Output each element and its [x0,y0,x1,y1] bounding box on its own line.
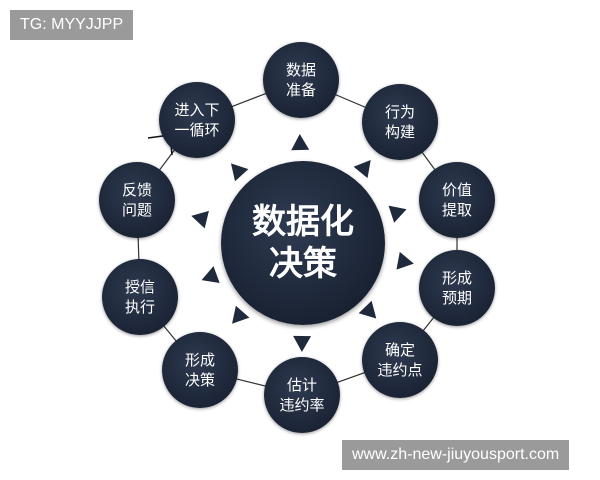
triangle-arrow-icon [291,134,310,151]
node-credit-execution: 授信执行 [102,259,178,335]
triangle-arrow-icon [293,335,312,352]
node-label-line2: 提取 [441,201,472,219]
node-feedback-issues: 反馈问题 [99,162,175,238]
node-form-expectation: 形成预期 [419,250,495,326]
node-label-line2: 预期 [441,289,472,307]
watermark-bottom-url: www.zh-new-jiuyousport.com [342,440,570,470]
node-estimate-default-rate: 估计违约率 [264,357,340,433]
node-label-line1: 行为 [384,103,415,121]
triangle-arrow-icon [353,160,371,179]
node-form-decision: 形成决策 [162,332,238,408]
node-label-line2: 构建 [384,123,415,141]
node-behavior-building: 行为构建 [362,84,438,160]
node-label-line1: 反馈 [121,181,152,199]
triangle-arrow-icon [191,210,209,229]
triangle-arrow-icon [201,266,220,284]
node-label-line2: 一循环 [174,121,220,139]
watermark-top-label: TG: MYYJJPP [10,10,134,40]
node-label-line1: 授信 [124,278,155,296]
node-label-line1: 估计 [286,376,317,394]
triangle-arrow-icon [230,163,249,182]
node-label-line1: 确定 [384,341,415,359]
triangle-arrow-icon [396,251,414,270]
node-label-line1: 数据 [285,61,316,79]
node-label-line2: 违约率 [279,396,325,414]
node-label-line1: 形成 [441,269,472,287]
node-label-line2: 执行 [124,298,155,316]
node-label-line1: 价值 [441,181,472,199]
node-label-line2: 决策 [184,371,215,389]
node-value-extraction: 价值提取 [419,162,495,238]
triangle-arrow-icon [388,205,407,223]
node-next-cycle: 进入下一循环 [159,82,235,158]
node-label-line1: 进入下 [174,101,220,119]
node-label-line1: 形成 [184,351,215,369]
triangle-arrow-icon [232,305,250,324]
node-label-line2: 问题 [121,201,152,219]
node-label-line2: 违约点 [377,361,423,379]
center-circle-data-driven-decision: 数据化 决策 [221,161,385,325]
center-line1: 数据化 [252,202,354,242]
center-line2: 决策 [269,244,337,284]
node-label-line2: 准备 [285,81,316,99]
node-data-preparation: 数据准备 [263,42,339,118]
triangle-arrow-icon [358,300,377,319]
node-determine-default-point: 确定违约点 [362,322,438,398]
